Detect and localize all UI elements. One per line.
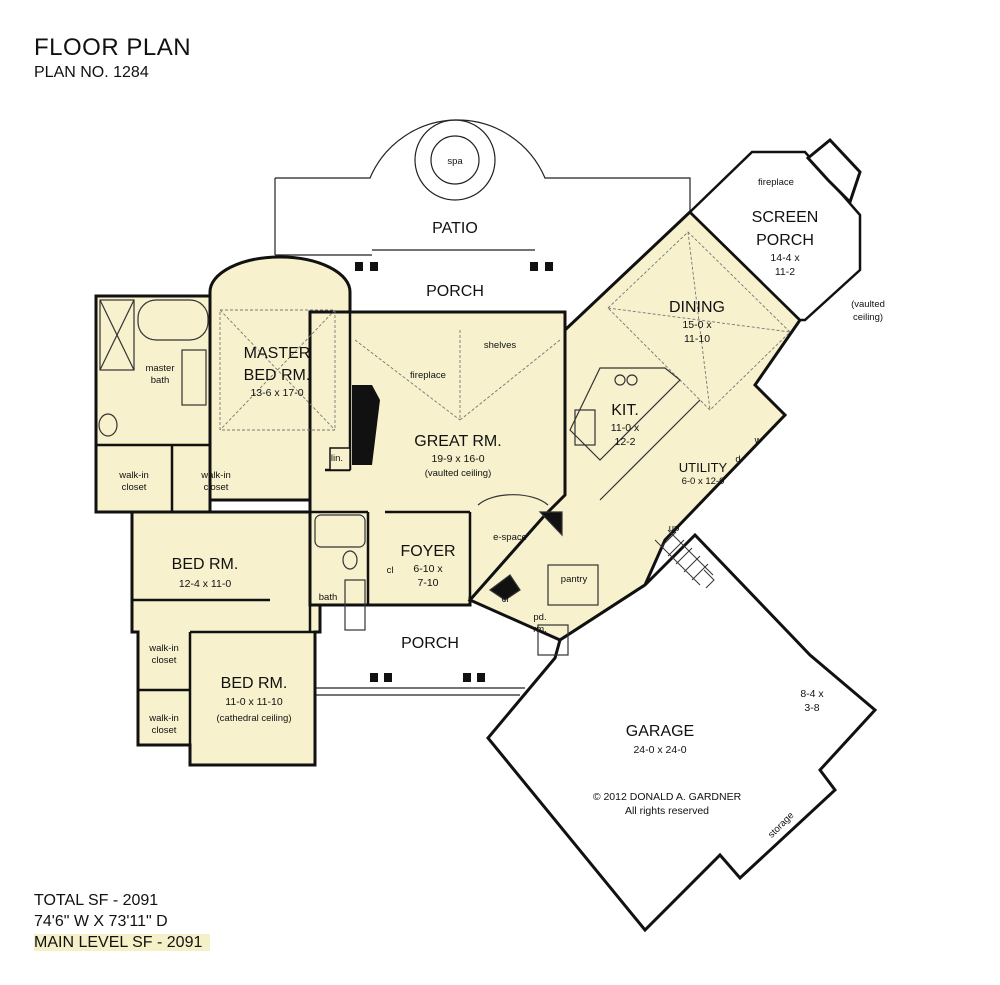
screen-porch-name-2: PORCH [756, 232, 814, 249]
great-room-ceiling [219, 309, 561, 431]
great-room-size: 19-9 x 16-0 [431, 453, 484, 465]
toilet [98, 413, 118, 437]
great-room-name: GREAT RM. [414, 433, 501, 450]
master-size: 13-6 x 17-0 [250, 387, 303, 399]
foyer-size-1: 6-10 x [413, 563, 443, 575]
stairs-up-label: up [669, 523, 680, 534]
great-fireplace-label: fireplace [410, 370, 446, 381]
master-bath-fixtures [98, 299, 209, 437]
front-porch-label: PORCH [401, 635, 459, 652]
fireplace-great [329, 385, 380, 471]
utility-dryer: d [735, 454, 740, 465]
garage-area [486, 532, 878, 933]
master-name-2: BED RM. [244, 367, 311, 384]
bed2-size: 12-4 x 11-0 [179, 578, 231, 590]
copyright-line-1: © 2012 DONALD A. GARDNER [593, 791, 742, 803]
spa-label: spa [447, 156, 463, 167]
interior-walls [96, 312, 567, 765]
total-sf: TOTAL SF - 2091 [34, 892, 159, 909]
plan-title: FLOOR PLAN [34, 34, 192, 61]
dining-size-1: 15-0 x [682, 319, 712, 331]
walkin3-label-2: closet [152, 655, 177, 666]
room-labels: spa PATIO PORCH PORCH fireplace SCREEN P… [118, 156, 885, 840]
rear-porch-label: PORCH [426, 283, 484, 300]
master-bath-label-1: master [145, 363, 174, 374]
dining-size-2: 11-10 [684, 333, 710, 345]
shelves-label: shelves [484, 340, 516, 351]
rear-porch-posts [355, 262, 553, 271]
plan-stats: TOTAL SF - 2091 74'6" W X 73'11" D MAIN … [34, 890, 211, 953]
tub [137, 299, 209, 341]
utility-name: UTILITY [679, 460, 728, 475]
walkin4-label-2: closet [152, 725, 177, 736]
dining-ceiling [607, 231, 791, 411]
copyright-line-2: All rights reserved [625, 805, 709, 817]
foyer-details [477, 494, 599, 656]
linen-label: lin. [331, 453, 343, 464]
front-porch-posts [370, 673, 485, 682]
espace-label: e-space [493, 532, 527, 543]
patio-area [274, 119, 691, 256]
storage-size-1: 8-4 x [800, 688, 824, 700]
garage-stairs [654, 529, 715, 589]
plan-number: PLAN NO. 1284 [34, 64, 149, 81]
kitchen-size-1: 11-0 x [611, 422, 640, 434]
overall-dimensions: 74'6" W X 73'11" D [34, 913, 168, 930]
master-bath-label-2: bath [151, 375, 170, 386]
garage-name: GARAGE [626, 723, 694, 740]
spa-inner [430, 135, 480, 185]
kitchen-size-2: 12-2 [614, 436, 635, 448]
screen-porch-name-1: SCREEN [752, 209, 819, 226]
screen-porch-note-2: ceiling) [853, 312, 883, 323]
garage-size: 24-0 x 24-0 [633, 744, 686, 756]
walkin4-label-1: walk-in [148, 713, 179, 724]
utility-size: 6-0 x 12-0 [682, 476, 725, 487]
hall-vanity [344, 579, 366, 631]
walkin1-label-1: walk-in [118, 470, 149, 481]
walkin2-label-1: walk-in [200, 470, 231, 481]
bed3-size: 11-0 x 11-10 [225, 696, 283, 708]
great-room-note: (vaulted ceiling) [425, 468, 492, 479]
dining-name: DINING [669, 299, 725, 316]
bed2-name: BED RM. [172, 556, 239, 573]
screen-porch-size-1: 14-4 x [770, 252, 800, 264]
hall-tub [314, 514, 366, 548]
hall-bath-label: bath [319, 592, 338, 603]
spa-outer [414, 119, 496, 201]
rear-porch-edge [349, 300, 565, 313]
powder-label-2: rm. [533, 624, 547, 635]
walkin2-label-2: closet [204, 482, 229, 493]
walkin3-label-1: walk-in [148, 643, 179, 654]
bed3-name: BED RM. [221, 675, 288, 692]
foyer-closet-label: cl [387, 565, 394, 576]
screen-porch-area [688, 137, 862, 322]
master-name-1: MASTER [244, 345, 311, 362]
shower [99, 299, 135, 371]
bed3-note: (cathedral ceiling) [217, 713, 292, 724]
utility-washer: w [754, 435, 762, 446]
foyer-size-2: 7-10 [417, 577, 438, 589]
patio-label: PATIO [432, 220, 478, 237]
powder-label-1: pd. [533, 612, 546, 623]
closet2-label: cl [502, 594, 509, 605]
screen-porch-size-2: 11-2 [775, 266, 795, 278]
storage-size-2: 3-8 [804, 702, 819, 714]
main-level-sf: MAIN LEVEL SF - 2091 [34, 934, 211, 951]
hall-toilet [342, 550, 358, 570]
hall-bath-fixtures [314, 514, 366, 631]
screen-porch-note-1: (vaulted [851, 299, 885, 310]
pantry-label: pantry [561, 574, 588, 585]
kitchen-counters [569, 367, 701, 501]
foyer-name: FOYER [400, 543, 455, 560]
kitchen-name: KIT. [611, 402, 639, 419]
vanity [181, 349, 207, 406]
walkin1-label-2: closet [122, 482, 147, 493]
screen-porch-fireplace-label: fireplace [758, 177, 794, 188]
